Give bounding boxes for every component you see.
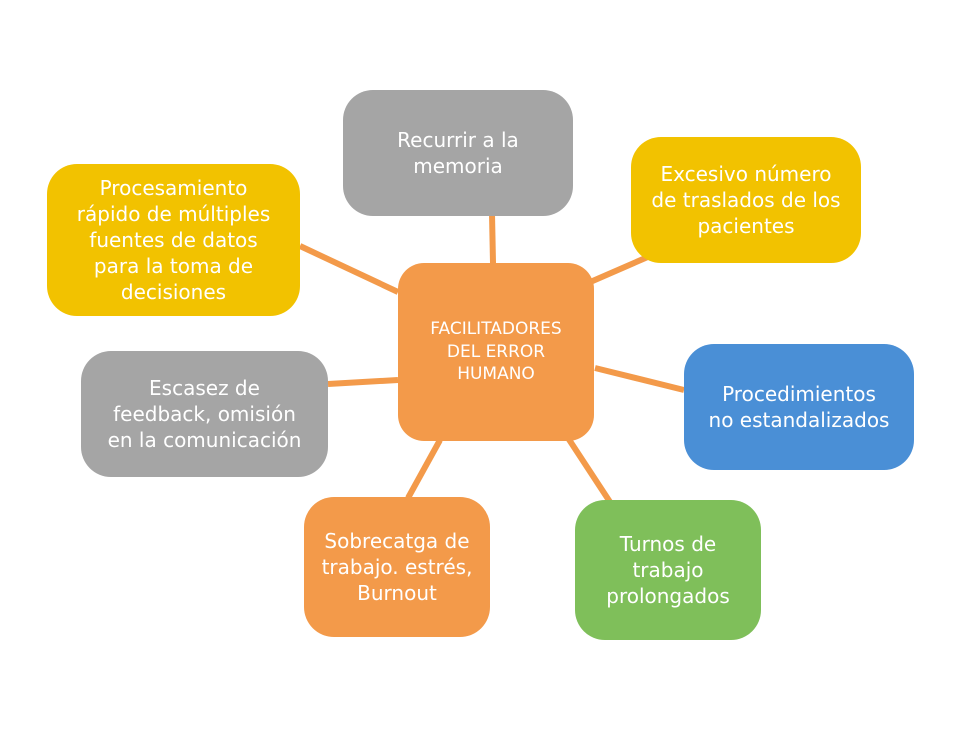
connector-procedimientos: [594, 365, 685, 393]
node-escasez-feedback: Escasez de feedback, omisión en la comun…: [81, 351, 328, 477]
connector-turnos: [565, 436, 613, 504]
node-turnos-prolongados: Turnos de trabajo prolongados: [575, 500, 761, 640]
node-procedimientos-no-estandalizados: Procedimientos no estandalizados: [684, 344, 914, 470]
connector-feedback: [327, 377, 399, 387]
center-node-facilitadores: FACILITADORES DEL ERROR HUMANO: [398, 263, 594, 441]
connector-memoria: [489, 213, 496, 264]
connector-sobrecarga: [405, 438, 443, 500]
node-excesivo-traslados: Excesivo número de traslados de los paci…: [631, 137, 861, 263]
connector-procesamiento: [298, 243, 400, 295]
node-sobrecarga-trabajo: Sobrecatga de trabajo. estrés, Burnout: [304, 497, 490, 637]
connector-traslados: [586, 253, 652, 286]
node-procesamiento-rapido: Procesamiento rápido de múltiples fuente…: [47, 164, 300, 316]
node-recurrir-memoria: Recurrir a la memoria: [343, 90, 573, 216]
